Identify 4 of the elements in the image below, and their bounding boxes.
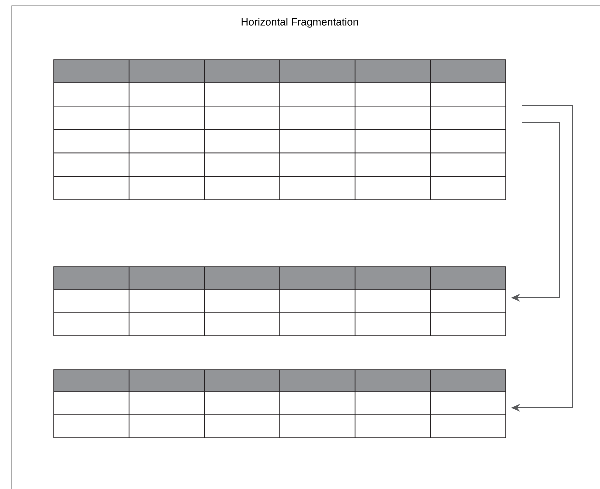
table: [54, 60, 506, 200]
table: [54, 266, 506, 336]
table: [54, 370, 506, 438]
title: Horizontal Fragmentation: [242, 18, 358, 28]
